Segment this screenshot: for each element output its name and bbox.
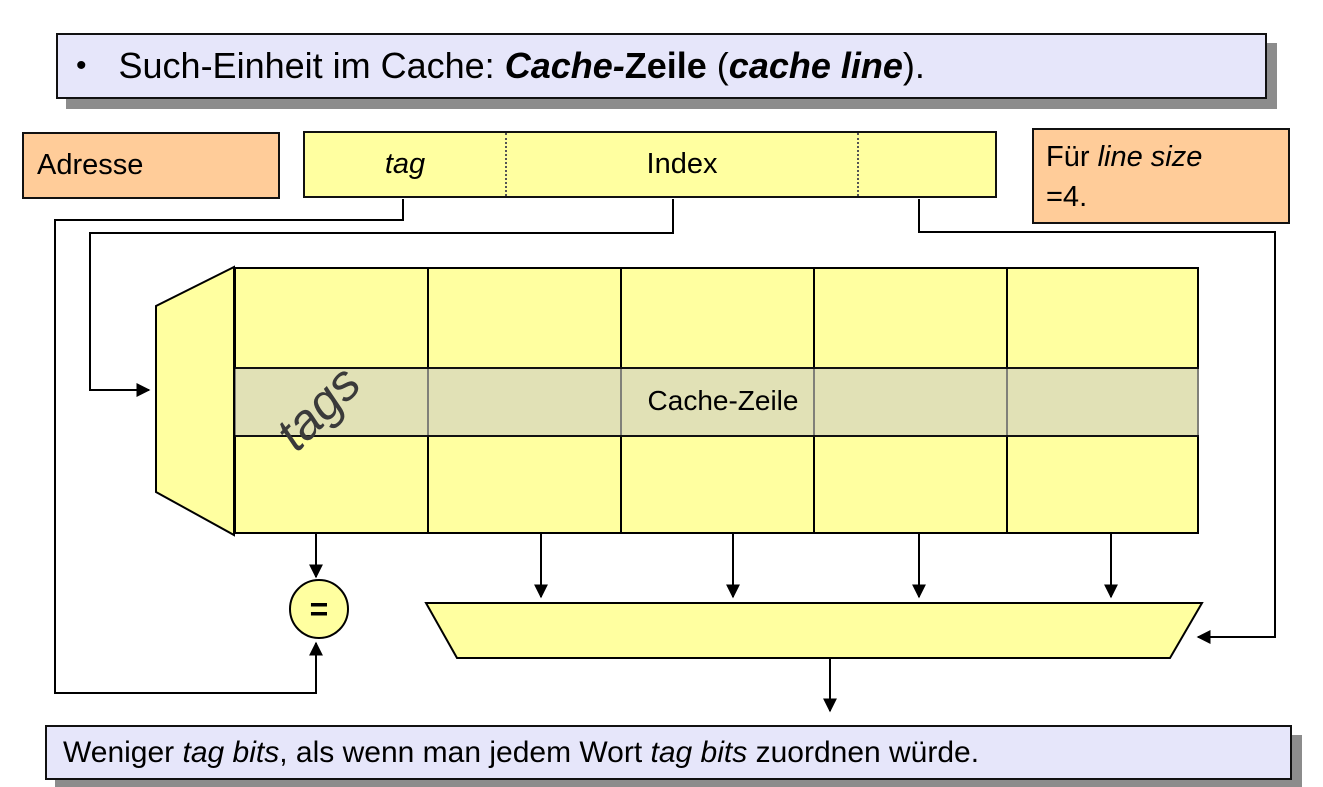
title-text: Such-Einheit im Cache: Cache-Zeile (cach… (119, 45, 925, 87)
title-run-regular2: ( (706, 45, 729, 86)
footer-run-regular2: , als wenn man jedem Wort (279, 735, 651, 769)
note-line2: =4. (1046, 181, 1088, 214)
bullet-glyph: • (76, 49, 87, 82)
equals-symbol: = (310, 591, 329, 627)
title-run-bold-italic: Cache- (504, 45, 625, 86)
footer-box: Weniger tag bits, als wenn man jedem Wor… (45, 725, 1292, 780)
tags-block-hexagon (155, 265, 235, 537)
line-size-note: Für line size =4. (1032, 128, 1290, 224)
footer-run-regular3: zuordnen würde. (747, 735, 980, 769)
comparator-circle (289, 579, 349, 639)
footer-run-regular: Weniger (63, 735, 183, 769)
title-box: • Such-Einheit im Cache: Cache-Zeile (ca… (56, 33, 1267, 99)
address-field-tag: tag (305, 133, 505, 196)
note-run-italic: line size (1097, 141, 1203, 173)
adresse-box: Adresse (22, 132, 280, 199)
footer-run-italic: tag bits (182, 735, 280, 769)
footer-text: Weniger tag bits, als wenn man jedem Wor… (63, 736, 979, 770)
address-field-offset (857, 133, 995, 196)
tag-field-label: tag (384, 148, 426, 180)
title-run-regular: Such-Einheit im Cache: (118, 45, 505, 86)
footer-run-italic2: tag bits (650, 735, 748, 769)
address-field-index: Index (505, 133, 857, 196)
title-run-regular3: ). (902, 45, 925, 86)
mux-trapezoid (424, 602, 1204, 659)
adresse-label: Adresse (37, 149, 144, 181)
address-bar: tag Index (303, 131, 997, 198)
title-run-bold: Zeile (624, 45, 707, 86)
note-line1: Für line size (1046, 137, 1288, 177)
cache-line-label: Cache-Zeile (647, 385, 799, 416)
title-run-bold-italic2: cache line (728, 45, 903, 86)
index-field-label: Index (646, 148, 718, 180)
note-run-regular: Für (1046, 141, 1098, 173)
